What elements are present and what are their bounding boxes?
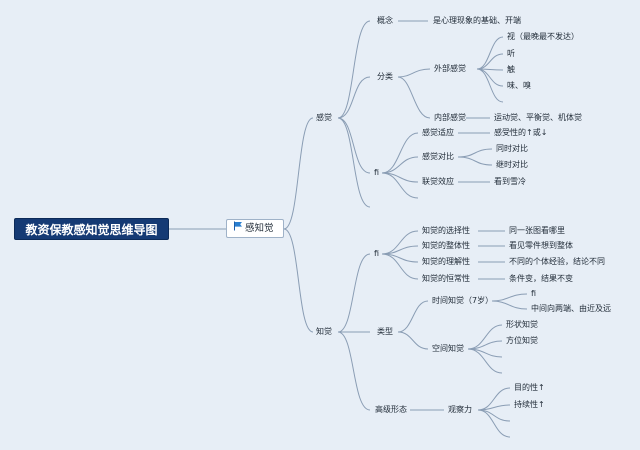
edge-classify-external xyxy=(397,68,431,78)
edge-perception-props xyxy=(337,253,371,333)
time-item-direction[interactable]: 中间向两端、由近及远 xyxy=(531,304,611,313)
topic-sensation-props[interactable]: fi xyxy=(374,168,380,177)
edge-props-contrast xyxy=(381,156,419,174)
edge-space-blank2 xyxy=(467,348,503,374)
edge-props-blank xyxy=(381,172,419,199)
edge-sensation-classify xyxy=(337,76,371,119)
topic-perception-props[interactable]: fi xyxy=(374,249,380,258)
edge-pprops-constant xyxy=(381,253,419,280)
edge-time-fi xyxy=(491,293,528,302)
central-topic-label: 感知觉 xyxy=(245,223,274,234)
edge-time-dir xyxy=(491,300,528,310)
space-item-orientation[interactable]: 方位知觉 xyxy=(506,336,538,345)
external-item-visual[interactable]: 视（最晚最不发达） xyxy=(507,32,579,41)
topic-space-perception[interactable]: 空间知觉 xyxy=(432,344,464,353)
topic-adaptation[interactable]: 感觉适应 xyxy=(422,128,454,137)
concept-desc[interactable]: 是心理现象的基础、开端 xyxy=(433,16,521,25)
adaptation-desc[interactable]: 感受性的↑或↓ xyxy=(494,128,548,137)
topic-types[interactable]: 类型 xyxy=(377,327,393,336)
edge-external-hearing xyxy=(476,53,504,70)
topic-contrast[interactable]: 感觉对比 xyxy=(422,152,454,161)
pprop-select[interactable]: 知觉的选择性 xyxy=(422,226,470,235)
edge-props-adaptation xyxy=(381,132,419,174)
topic-internal[interactable]: 内部感觉 xyxy=(434,113,466,122)
pprop-select-desc[interactable]: 同一张图看哪里 xyxy=(509,226,565,235)
edge-external-blank xyxy=(476,68,504,103)
edge-observe-blank2 xyxy=(477,409,511,438)
topic-time-perception[interactable]: 时间知觉（7岁） xyxy=(432,296,494,305)
edge-center-sensation xyxy=(283,117,314,230)
observe-item-persistence[interactable]: 持续性↑ xyxy=(514,400,545,409)
pprop-constant-desc[interactable]: 条件变，结果不变 xyxy=(509,274,573,283)
pprop-understand-desc[interactable]: 不同的个体经验，结论不同 xyxy=(509,257,605,266)
edge-external-visual xyxy=(476,36,504,70)
edge-pprops-select xyxy=(381,230,419,255)
pprop-whole[interactable]: 知觉的整体性 xyxy=(422,241,470,250)
topic-perception[interactable]: 知觉 xyxy=(316,327,332,336)
external-item-touch[interactable]: 触 xyxy=(507,65,515,74)
flag-icon xyxy=(233,220,243,237)
edge-types-time xyxy=(397,300,429,333)
edge-contrast-succ xyxy=(457,156,493,166)
contrast-item-simultaneous[interactable]: 同时对比 xyxy=(496,144,528,153)
external-item-hearing[interactable]: 听 xyxy=(507,49,515,58)
edge-sensation-props xyxy=(337,117,371,174)
external-item-taste[interactable]: 味、嗅 xyxy=(507,81,531,90)
root-title[interactable]: 教资保教感知觉思维导图 xyxy=(14,218,169,240)
edge-center-perception xyxy=(283,228,314,333)
edge-contrast-same xyxy=(457,148,493,158)
edge-sensation-blank xyxy=(337,117,371,208)
topic-advanced[interactable]: 高级形态 xyxy=(375,405,407,414)
pprop-whole-desc[interactable]: 看见零件想到整体 xyxy=(509,241,573,250)
edge-classify-internal xyxy=(397,76,431,119)
edge-perception-advanced xyxy=(337,331,371,411)
edge-observe-purpose xyxy=(477,387,511,411)
space-item-shape[interactable]: 形状知觉 xyxy=(506,320,538,329)
edge-types-space xyxy=(397,331,429,350)
pprop-constant[interactable]: 知觉的恒常性 xyxy=(422,274,470,283)
topic-synesthesia[interactable]: 联觉效应 xyxy=(422,177,454,186)
internal-desc[interactable]: 运动觉、平衡觉、机体觉 xyxy=(494,113,582,122)
topic-external[interactable]: 外部感觉 xyxy=(434,64,466,73)
central-topic[interactable]: 感知觉 xyxy=(226,219,284,238)
edge-sensation-concept xyxy=(337,20,371,119)
pprop-understand[interactable]: 知觉的理解性 xyxy=(422,257,470,266)
observe-item-purpose[interactable]: 目的性↑ xyxy=(514,383,545,392)
topic-concept[interactable]: 概念 xyxy=(377,16,393,25)
topic-classify[interactable]: 分类 xyxy=(377,72,393,81)
edge-external-taste xyxy=(476,68,504,87)
edge-observe-blank xyxy=(477,409,511,422)
topic-observation[interactable]: 观察力 xyxy=(448,405,472,414)
time-item-fi[interactable]: fi xyxy=(531,289,537,298)
synesthesia-desc[interactable]: 看到雪冷 xyxy=(494,177,526,186)
topic-sensation[interactable]: 感觉 xyxy=(316,113,332,122)
contrast-item-successive[interactable]: 继时对比 xyxy=(496,160,528,169)
